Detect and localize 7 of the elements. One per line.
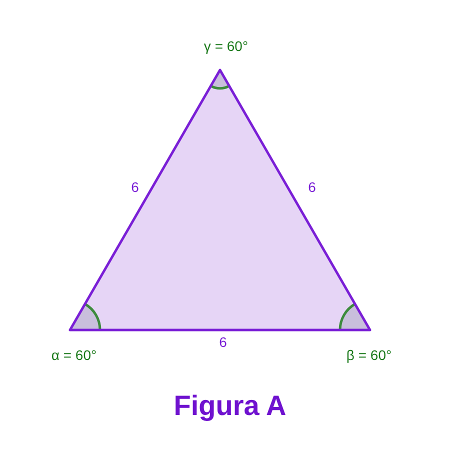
angle-label: γ = 60° bbox=[204, 38, 248, 54]
figure-caption: Figura A bbox=[172, 390, 288, 422]
side-length-label: 6 bbox=[219, 334, 227, 350]
angle-label: α = 60° bbox=[51, 347, 97, 363]
side-length-label: 6 bbox=[131, 179, 139, 195]
angle-label: β = 60° bbox=[346, 347, 392, 363]
side-length-label: 6 bbox=[308, 179, 316, 195]
